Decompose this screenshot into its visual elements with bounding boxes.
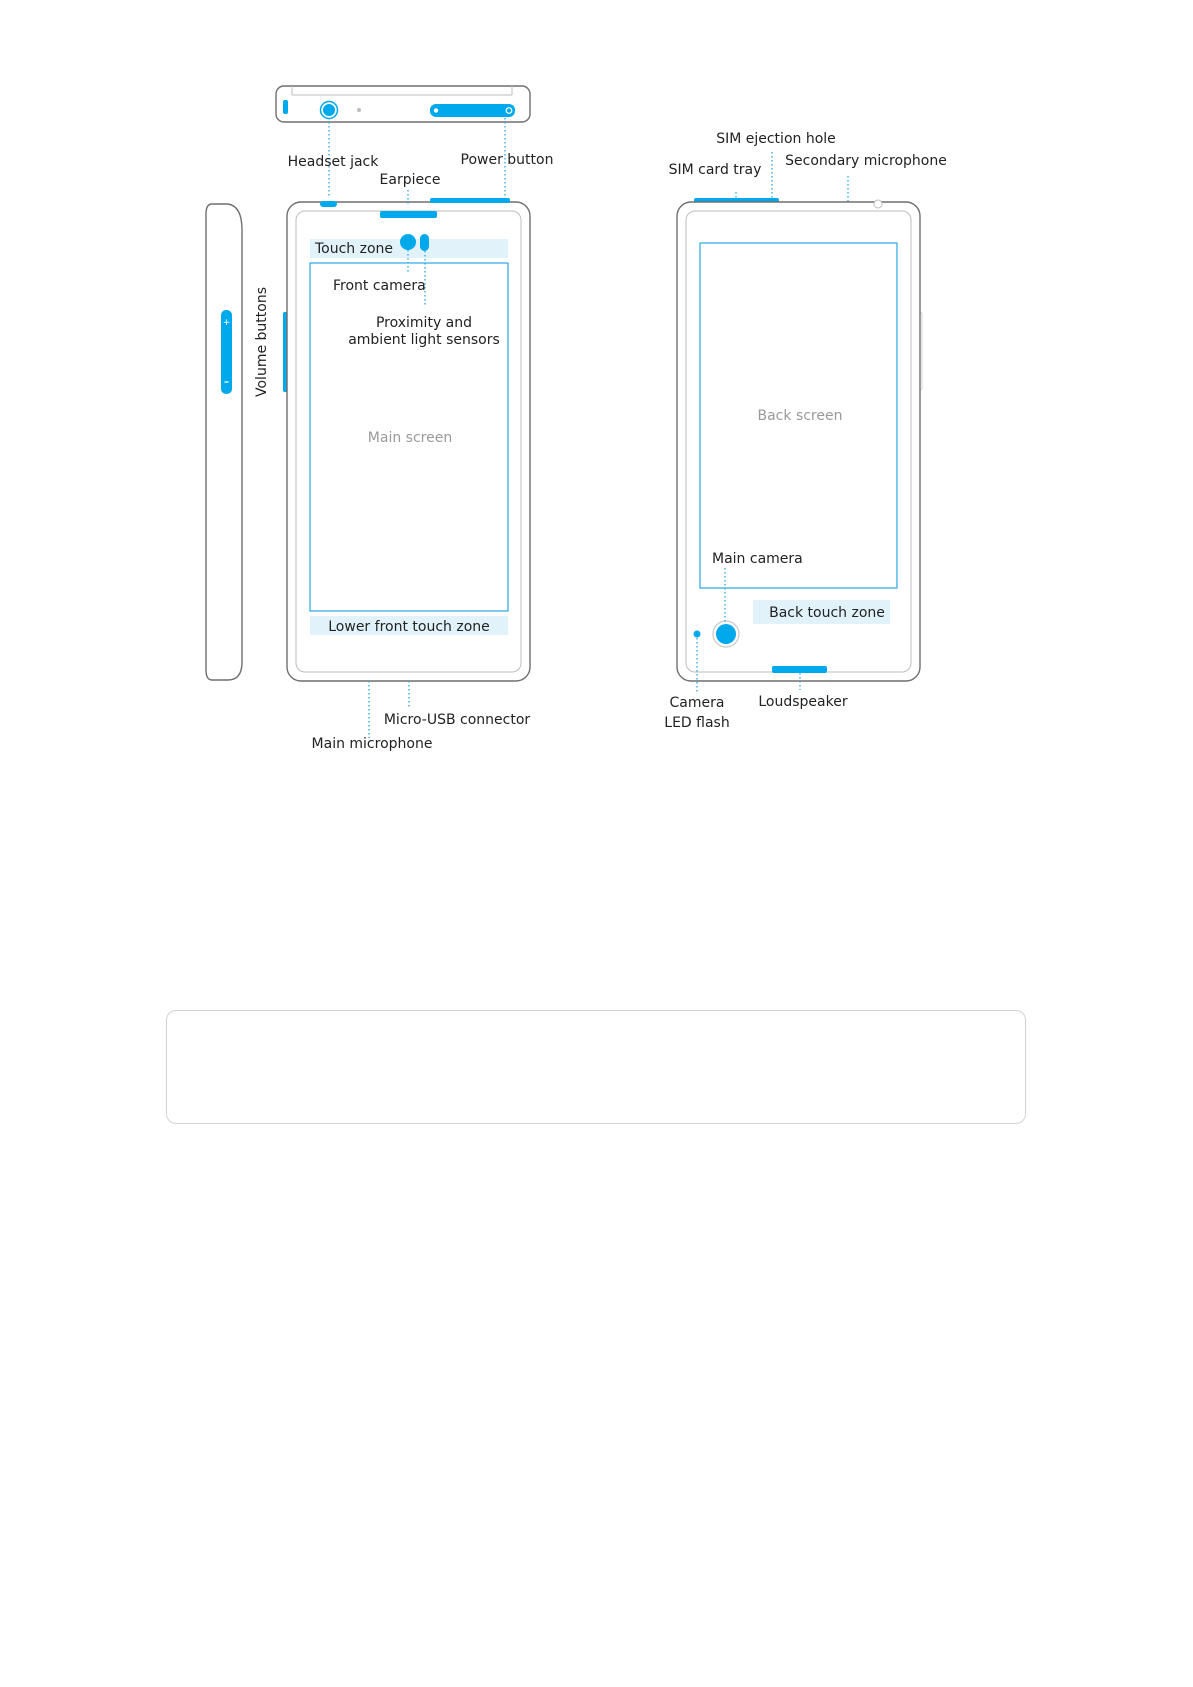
lower-front-touch-zone [310, 616, 508, 635]
label-touch-zone: Touch zone [314, 241, 393, 257]
front-headset-jack [320, 201, 337, 207]
label-proximity-2: ambient light sensors [348, 332, 500, 348]
label-main-screen: Main screen [368, 430, 452, 446]
label-headset-jack: Headset jack [288, 154, 380, 170]
label-micro-usb: Micro-USB connector [384, 712, 531, 728]
back-screen [699, 242, 898, 589]
svg-text:+: + [223, 318, 231, 328]
top-edge-view [275, 85, 531, 123]
main-screen [309, 262, 509, 612]
label-loudspeaker: Loudspeaker [758, 694, 847, 710]
earpiece-icon [380, 211, 437, 218]
back-view [676, 198, 923, 682]
label-proximity-1: Proximity and [376, 315, 472, 331]
label-led-flash: LED flash [664, 715, 729, 731]
label-back-screen: Back screen [758, 408, 843, 424]
label-main-microphone: Main microphone [312, 736, 433, 752]
led-flash-icon [693, 630, 701, 638]
secondary-microphone-icon [873, 199, 883, 209]
side-view: + [205, 203, 243, 681]
label-camera: Camera [670, 695, 725, 711]
back-touch-zone [753, 600, 890, 624]
label-sim-ejection-hole: SIM ejection hole [716, 131, 836, 147]
label-sim-card-tray: SIM card tray [669, 162, 762, 178]
main-camera-icon [716, 624, 736, 644]
label-front-camera: Front camera [333, 278, 426, 294]
label-secondary-microphone: Secondary microphone [785, 153, 947, 169]
proximity-sensor-icon [420, 234, 429, 251]
front-power-button [430, 198, 510, 203]
label-back-touch-zone: Back touch zone [769, 605, 885, 621]
empty-note-box [166, 1010, 1026, 1124]
leader-lines [328, 118, 849, 738]
device-diagram: + [205, 85, 947, 752]
label-earpiece: Earpiece [380, 172, 441, 188]
top-edge-side-button [283, 100, 288, 114]
label-lower-front-touch-zone: Lower front touch zone [328, 619, 490, 635]
label-volume-buttons: Volume buttons [254, 287, 270, 397]
volume-rocker-icon [221, 310, 232, 394]
loudspeaker-icon [772, 666, 827, 673]
label-main-camera: Main camera [712, 551, 803, 567]
label-power-button: Power button [461, 152, 554, 168]
top-edge-hole [357, 108, 361, 112]
labels: Headset jack Earpiece Power button Touch… [254, 131, 947, 752]
front-camera-icon [400, 234, 416, 250]
power-button-icon [430, 104, 515, 117]
